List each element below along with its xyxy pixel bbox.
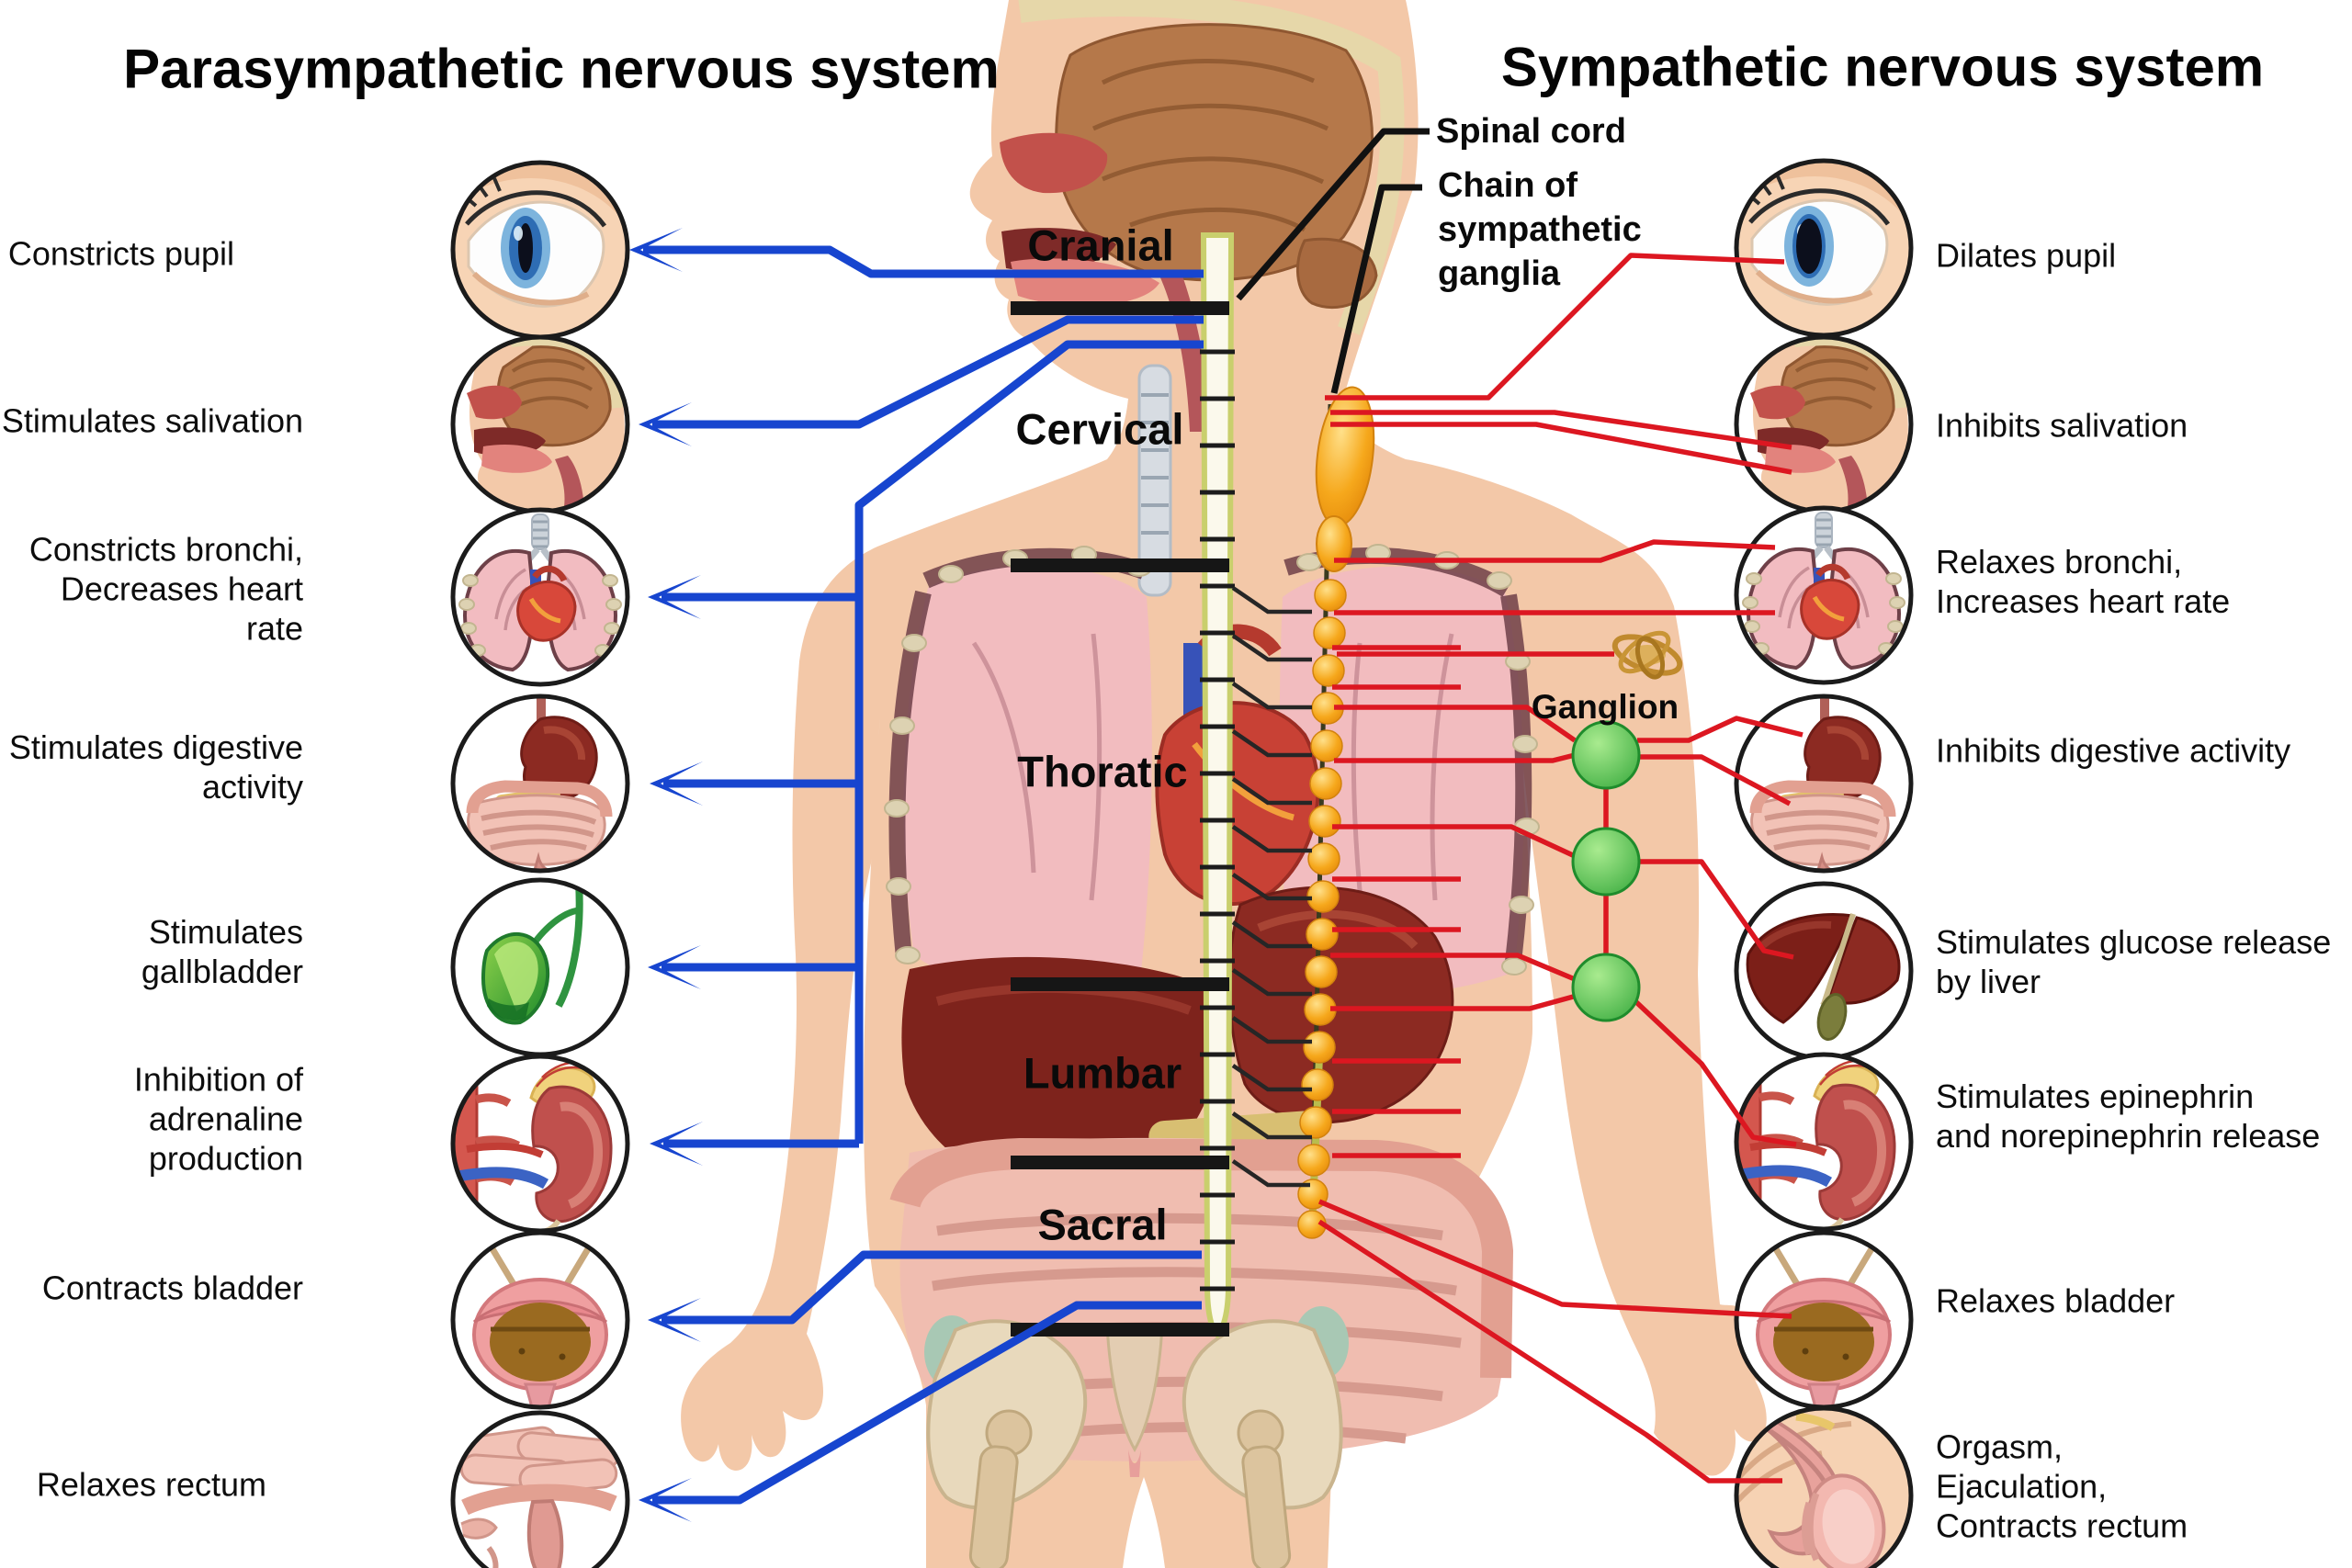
- lungs-heart-icon: [450, 507, 630, 687]
- effect-label-stimulates-digestive: Stimulates digestive activity: [8, 728, 303, 806]
- spine-region-thoratic: Thoratic: [1017, 747, 1188, 796]
- brain-gyri: [1091, 59, 1329, 232]
- parasympathetic-arrowheads: [629, 228, 703, 1522]
- effect-label-relaxes-rectum: Relaxes rectum: [36, 1465, 266, 1504]
- left-lung: [903, 565, 1152, 998]
- stomach-intestines-icon: [1734, 694, 1914, 874]
- spinal-cord-label: Spinal cord: [1436, 112, 1626, 151]
- sympathetic-connectors: [1317, 253, 1804, 1483]
- effect-label-stimulates-salivation: Stimulates salivation: [1, 401, 303, 440]
- parasympathetic-organ-circles: [450, 160, 630, 1568]
- effect-label-epinephrin-release: Stimulates epinephrin and norepinephrin …: [1936, 1077, 2321, 1155]
- effect-label-relaxes-bronchi: Relaxes bronchi, Increases heart rate: [1936, 543, 2231, 620]
- rami-communicantes-lines: [1231, 586, 1312, 1188]
- liver: [901, 956, 1225, 1198]
- bronchial-tree: [971, 633, 1454, 910]
- trachea-rings: [1141, 393, 1169, 562]
- vena-cava: [1183, 643, 1204, 726]
- gallbladder-icon: [450, 877, 630, 1057]
- parasympathetic-title: Parasympathetic nervous system: [123, 38, 1000, 100]
- sympathetic-organ-circles: [1734, 158, 1914, 1568]
- eye-icon: [450, 160, 630, 340]
- effect-label-orgasm-ejaculation: Orgasm, Ejaculation, Contracts rectum: [1936, 1427, 2188, 1545]
- bladder-icon: [450, 1230, 630, 1410]
- effect-label-relaxes-bladder: Relaxes bladder: [1936, 1281, 2176, 1320]
- prevertebral-ganglia: [1571, 720, 1641, 1022]
- pelvis: [924, 1306, 1349, 1568]
- annotation-pointer-lines: [1236, 128, 1430, 394]
- effect-label-constricts-pupil: Constricts pupil: [7, 234, 234, 273]
- effect-label-dilates-pupil: Dilates pupil: [1936, 236, 2117, 275]
- nasal-cavity: [1000, 132, 1108, 194]
- effect-label-inhibits-salivation: Inhibits salivation: [1936, 406, 2188, 445]
- effect-label-inhibits-digestive: Inhibits digestive activity: [1936, 731, 2291, 770]
- effect-label-inhibition-adrenaline: Inhibition of adrenaline production: [133, 1060, 303, 1178]
- rectum-icon: [450, 1410, 630, 1568]
- head-salivation-icon: [450, 334, 630, 514]
- spine-region-cranial: Cranial: [1027, 220, 1174, 270]
- stomach-highlight: [1257, 909, 1419, 950]
- parasympathetic-connectors: [643, 245, 1204, 1505]
- chain-of-ganglia-label: Chain of sympathetic ganglia: [1438, 166, 1642, 293]
- skull-band: [1018, 0, 1405, 335]
- kidney-adrenal-icon: [1734, 1052, 1914, 1232]
- effect-label-glucose-release: Stimulates glucose release by liver: [1936, 923, 2332, 1000]
- ganglion-label: Ganglion: [1531, 688, 1679, 726]
- spine-region-cervical: Cervical: [1015, 404, 1184, 454]
- spine-region-lumbar: Lumbar: [1023, 1048, 1182, 1098]
- sympathetic-title: Sympathetic nervous system: [1500, 36, 2265, 98]
- lungs-heart-icon: [1734, 505, 1914, 685]
- effect-label-contracts-bladder: Contracts bladder: [41, 1269, 303, 1307]
- celiac-plexus-knot: [1611, 630, 1683, 680]
- kidney-adrenal-icon: [450, 1054, 630, 1234]
- genitals-icon: [1734, 1405, 1914, 1568]
- spinal-segment-ticks: [1200, 349, 1235, 1292]
- spine-region-divider-bars: [1011, 301, 1229, 1337]
- head-salivation-icon: [1734, 334, 1914, 514]
- liver-icon: [1734, 881, 1914, 1061]
- sympathetic-chain: [1297, 386, 1375, 1239]
- bladder-icon: [1734, 1230, 1914, 1410]
- stomach-intestines-icon: [450, 694, 630, 874]
- spine-region-sacral: Sacral: [1037, 1200, 1168, 1249]
- effect-label-stimulates-gallbladder: Stimulates gallbladder: [141, 913, 303, 990]
- effect-label-constricts-bronchi: Constricts bronchi, Decreases heart rate: [28, 530, 303, 648]
- eye-icon: [1734, 158, 1914, 338]
